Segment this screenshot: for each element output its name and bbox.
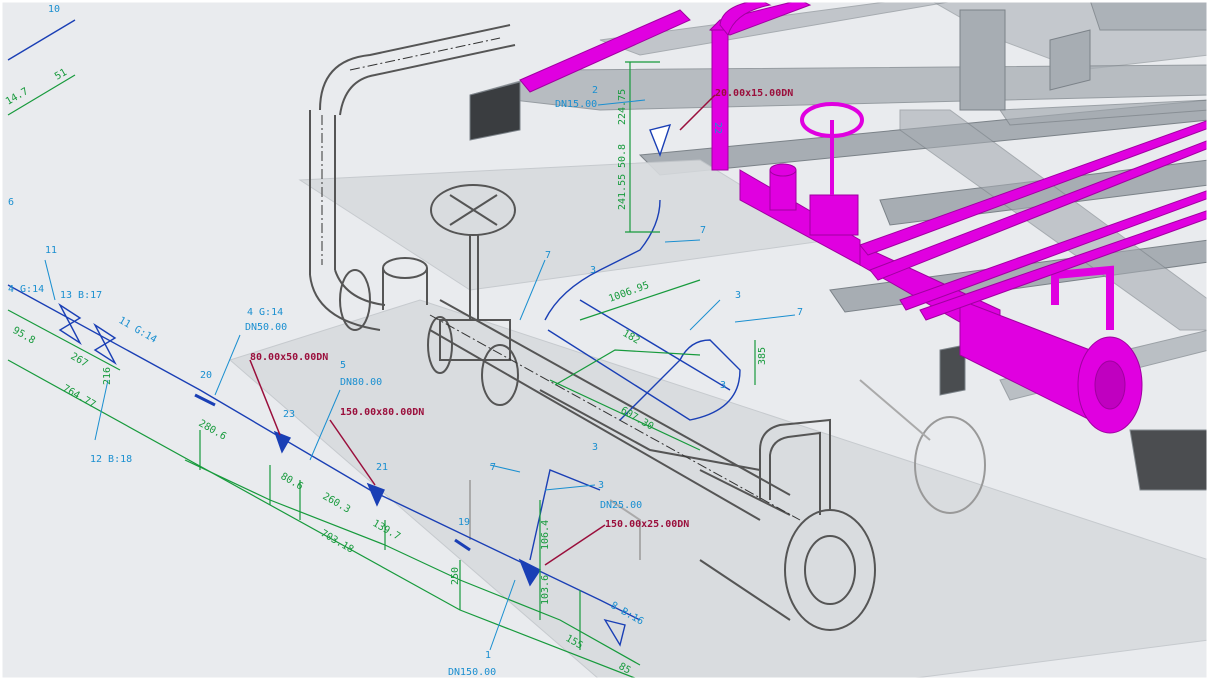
- red-reducer-leaders: [249, 94, 716, 566]
- spec-dn80: DN80.00: [340, 377, 382, 388]
- tag-3-d: 3: [592, 442, 598, 453]
- tag-3-c: 3: [720, 380, 726, 391]
- dim-1006-95: 1006.95: [607, 280, 650, 305]
- tag-7-d: 7: [490, 462, 496, 473]
- tag-12b18: 12 B:18: [90, 454, 132, 465]
- dim-224-75: 224.75: [617, 89, 628, 125]
- spec-dn150: DN150.00: [448, 667, 496, 678]
- green-dimension-lines: [7, 61, 756, 680]
- dim-50-8: 50.8: [617, 144, 628, 168]
- tag-5: 5: [340, 360, 346, 371]
- blue-iso-lines: [7, 19, 741, 647]
- tag-13b17: 13 B:17: [60, 290, 102, 301]
- dim-241-55: 241.55: [617, 174, 628, 210]
- reducer-80x50: 80.00x50.00DN: [250, 352, 328, 363]
- magenta-pipework: [519, 0, 1209, 434]
- dim-216: 216: [102, 367, 113, 385]
- dim-764-77: 764.77: [61, 383, 98, 411]
- tag-20: 20: [200, 370, 212, 381]
- reducer-150x25: 150.00x25.00DN: [605, 519, 689, 530]
- spec-dn50: DN50.00: [245, 322, 287, 333]
- tag-4g14-left: 4 G:14: [8, 284, 44, 295]
- dim-85: 85: [617, 661, 633, 677]
- tag-4g14-mid: 4 G:14: [247, 307, 283, 318]
- ghost-floor: [228, 159, 1209, 680]
- spec-dn15: DN15.00: [555, 99, 597, 110]
- tag-7-b: 7: [700, 225, 706, 236]
- dim-182: 182: [621, 328, 642, 347]
- tag-10: 10: [48, 4, 60, 15]
- tag-11: 11: [45, 245, 57, 256]
- tag-2: 2: [592, 85, 598, 96]
- dim-51: 51: [53, 67, 69, 83]
- tag-11g14: 11 G:14: [117, 315, 159, 346]
- dim-267: 267: [69, 351, 90, 370]
- dim-106-4: 106.4: [540, 520, 551, 550]
- dim-703-18: 703.18: [319, 528, 356, 556]
- tag-19: 19: [458, 517, 470, 528]
- tag-6: 6: [8, 197, 14, 208]
- tag-7-a: 7: [545, 250, 551, 261]
- reducer-20x15: 20.00x15.00DN: [715, 88, 793, 99]
- tag-21: 21: [376, 462, 388, 473]
- dim-280-6: 280.6: [197, 418, 229, 443]
- tag-7-c: 7: [797, 307, 803, 318]
- dim-260-3: 260.3: [321, 491, 353, 516]
- dim-139-7: 139.7: [371, 518, 403, 543]
- reducer-150x80: 150.00x80.00DN: [340, 407, 424, 418]
- spec-dn25: DN25.00: [600, 500, 642, 511]
- dim-95-8: 95.8: [11, 325, 37, 347]
- tag-1: 1: [485, 650, 491, 661]
- gray-wireframe-pipework: [309, 24, 986, 631]
- dim-103-6: 103.6: [540, 575, 551, 605]
- dim-250: 250: [450, 567, 461, 585]
- tag-23: 23: [283, 409, 295, 420]
- tag-3-a: 3: [590, 265, 596, 276]
- dim-80-6: 80.6: [279, 471, 305, 493]
- dim-385: 385: [757, 347, 768, 365]
- tag-22: 22: [712, 122, 723, 134]
- pipe-centerlines: [321, 37, 801, 521]
- cyan-leaders: [44, 99, 796, 651]
- tag-3-b: 3: [735, 290, 741, 301]
- tag-3-e: 3: [598, 480, 604, 491]
